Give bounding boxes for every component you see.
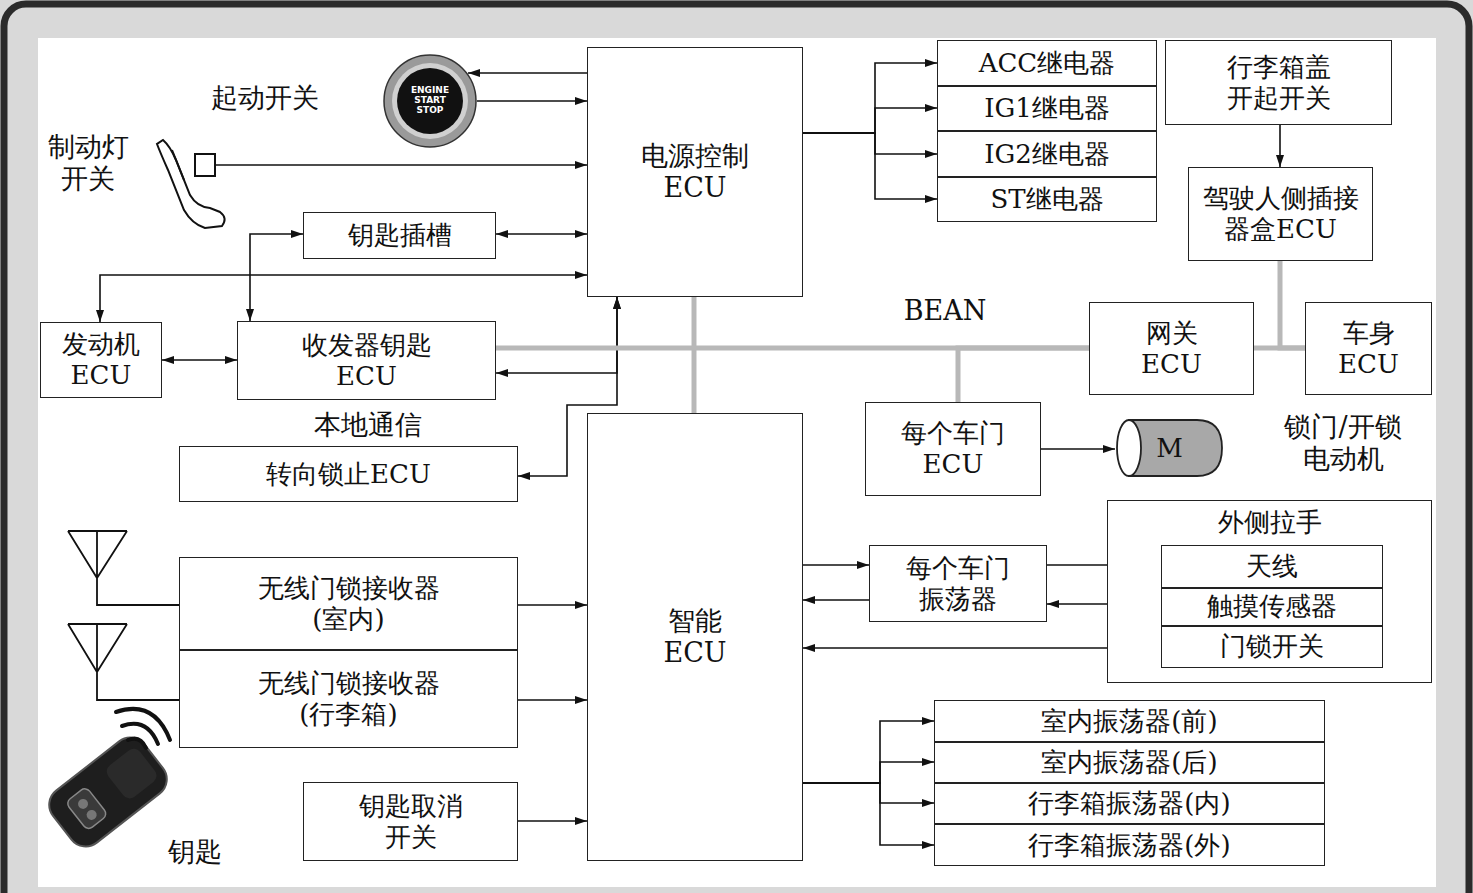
bean-bus-line [958, 348, 1089, 402]
box-text: 钥匙插槽 [348, 220, 452, 251]
signal-arrow [803, 133, 937, 199]
ecu-box: 每个车门 ECU [865, 402, 1041, 496]
ecu-box: 转向锁止ECU [179, 446, 518, 502]
signal-arrow [496, 297, 617, 373]
frame [4, 4, 1469, 893]
oscillator-box: 室内振荡器(后) [934, 742, 1325, 783]
ecu-box: 发动机 ECU [40, 322, 162, 398]
antenna-symbol [68, 531, 179, 700]
box-text: 每个车门 振荡器 [893, 553, 1023, 614]
box-text: 行李箱振荡器(内) [1028, 788, 1230, 819]
oscillator-box: 每个车门 振荡器 [869, 545, 1047, 622]
signal-arrow [496, 233, 587, 235]
relay-box: IG1继电器 [937, 86, 1157, 131]
ecu-box: 智能 ECU [587, 413, 803, 861]
box-text: 驾驶人侧插接 器盒ECU [1197, 183, 1365, 244]
box-text: 转向锁止ECU [266, 459, 431, 490]
box-text: 行李箱盖 开起开关 [1214, 52, 1344, 113]
part-label: 锁门/开锁 电动机 [1268, 411, 1418, 475]
box-text: M [1156, 433, 1183, 464]
switch-box: 行李箱盖 开起开关 [1165, 40, 1392, 125]
signal-arrow [477, 100, 587, 102]
relay-box: IG2继电器 [937, 131, 1157, 177]
relay-box: ST继电器 [937, 177, 1157, 222]
box-text: 触摸传感器 [1207, 591, 1337, 622]
signal-arrow [518, 820, 587, 822]
signal-arrow [803, 599, 869, 601]
ecu-box: 车身 ECU [1305, 302, 1432, 395]
box-text: 收发器钥匙 ECU [287, 330, 447, 391]
brake-switch-illustration [157, 140, 225, 228]
part-label: 起动开关 [195, 82, 335, 114]
box-text: IG2继电器 [984, 139, 1110, 170]
box-text: 智能 ECU [650, 605, 740, 669]
signal-arrow [803, 762, 934, 783]
motor-symbol: M [1115, 418, 1224, 478]
part-box: 触摸传感器 [1161, 588, 1383, 626]
signal-arrow [100, 275, 587, 322]
box-text: 天线 [1246, 551, 1298, 582]
ecu-box: 驾驶人侧插接 器盒ECU [1188, 167, 1373, 261]
box-text: 网关 ECU [1137, 318, 1207, 379]
ecu-box: 收发器钥匙 ECU [237, 321, 496, 400]
part-label: 本地通信 [303, 409, 433, 441]
signal-arrow [468, 72, 587, 74]
signal-arrow [162, 359, 237, 361]
box-text: 门锁开关 [1220, 631, 1324, 662]
ecu-box: 网关 ECU [1089, 302, 1254, 395]
part-label: 制动灯 开关 [42, 131, 134, 195]
signal-arrow [803, 721, 934, 783]
box-text: 发动机 ECU [56, 329, 146, 390]
signal-arrow [803, 783, 934, 845]
signal-arrow [518, 699, 587, 701]
box-text: ACC继电器 [979, 48, 1116, 79]
box-text: 钥匙取消 开关 [351, 791, 471, 852]
start-button: ENGINE START STOP [383, 54, 477, 148]
oscillator-box: 行李箱振荡器(内) [934, 783, 1325, 824]
signal-arrow [1041, 448, 1115, 450]
oscillator-box: 行李箱振荡器(外) [934, 824, 1325, 866]
part-label: 钥匙 [160, 836, 230, 868]
box-text: 每个车门 ECU [888, 418, 1018, 479]
signal-arrow [803, 564, 869, 566]
slot-box: 钥匙插槽 [303, 212, 496, 259]
switch-box: 钥匙取消 开关 [303, 782, 518, 861]
receiver-box: 无线门锁接收器 (行李箱) [179, 650, 518, 748]
signal-arrow [518, 604, 587, 606]
box-text: 室内振荡器(后) [1041, 747, 1217, 778]
button-caption: ENGINE START STOP [405, 86, 455, 116]
box-text: 室内振荡器(前) [1041, 706, 1217, 737]
box-text: 无线门锁接收器 (行李箱) [244, 668, 454, 729]
bean-bus-line [1280, 261, 1305, 348]
signal-arrow [803, 133, 937, 154]
panel [38, 38, 1436, 887]
box-text: 电源控制 ECU [635, 140, 755, 204]
bus-label: BEAN [895, 295, 995, 327]
relay-box: ACC继电器 [937, 40, 1157, 86]
part-box: 天线 [1161, 545, 1383, 588]
receiver-box: 无线门锁接收器 (室内) [179, 557, 518, 650]
box-text: 外侧拉手 [1218, 507, 1322, 538]
signal-waves [116, 709, 170, 748]
bean-bus-line [692, 297, 697, 413]
part-box: 门锁开关 [1161, 626, 1383, 668]
signal-arrow [803, 783, 934, 803]
box-text: 车身 ECU [1334, 318, 1404, 379]
box-text: ST继电器 [990, 184, 1103, 215]
box-text: 行李箱振荡器(外) [1028, 830, 1230, 861]
box-text: 无线门锁接收器 (室内) [244, 573, 454, 634]
key-fob-illustration [42, 730, 174, 853]
handle-group: 外侧拉手天线触摸传感器门锁开关 [1107, 500, 1432, 683]
box-text: IG1继电器 [984, 93, 1110, 124]
brake-signal-wire [215, 164, 587, 166]
signal-arrow [803, 63, 937, 133]
signal-arrow [1279, 125, 1281, 167]
oscillator-box: 室内振荡器(前) [934, 700, 1325, 742]
signal-arrow [250, 234, 303, 321]
signal-arrow [803, 108, 937, 133]
ecu-box: 电源控制 ECU [587, 47, 803, 297]
